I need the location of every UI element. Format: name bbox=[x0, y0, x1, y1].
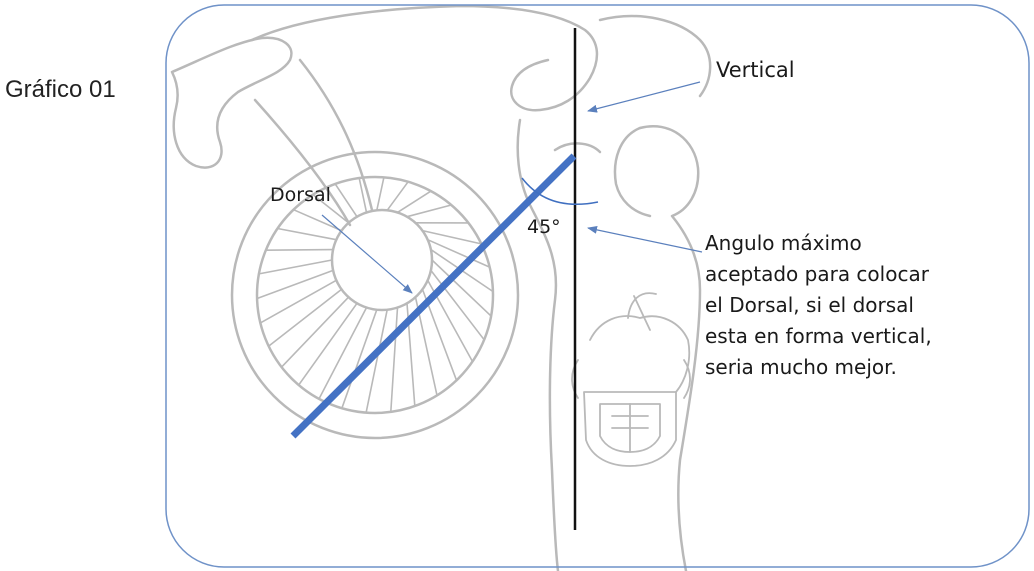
dorsal-line bbox=[290, 153, 577, 439]
angle-pointer-arrow bbox=[587, 225, 703, 253]
diagram-frame bbox=[165, 4, 1030, 568]
sketch-spoke bbox=[421, 229, 483, 245]
sketch-spoke bbox=[264, 248, 334, 251]
sketch-spoke bbox=[358, 177, 368, 214]
dorsal-label: Dorsal bbox=[270, 184, 331, 206]
sketch-spoke bbox=[312, 193, 350, 224]
sketch-spoke bbox=[297, 302, 358, 386]
sketch-spoke bbox=[386, 181, 409, 212]
angle-note-line: Angulo máximo bbox=[705, 231, 862, 255]
sketch-spoke bbox=[334, 183, 358, 218]
angle-note-line: el Dorsal, si el dorsal bbox=[705, 293, 914, 317]
sketch-spoke bbox=[256, 269, 334, 300]
angle-note-line: esta en forma vertical, bbox=[705, 324, 932, 348]
sketch-spoke bbox=[258, 259, 333, 275]
sketch-back bbox=[553, 142, 602, 154]
sketch-handlebar bbox=[170, 36, 293, 169]
sketch-spoke bbox=[292, 208, 343, 232]
sketch-spoke bbox=[341, 308, 378, 410]
sketch-spoke bbox=[318, 306, 368, 400]
sketch-wheel-hub bbox=[330, 208, 434, 312]
vertical-pointer-arrow bbox=[587, 81, 701, 113]
sketch-wheel-tyre bbox=[230, 150, 520, 440]
figure-title: Gráfico 01 bbox=[5, 76, 116, 103]
sketch-arm bbox=[250, 4, 599, 112]
angle-arc bbox=[521, 177, 599, 205]
sketch-neck bbox=[613, 126, 652, 218]
sketch-spoke bbox=[259, 279, 338, 324]
sketch-spoke bbox=[430, 269, 486, 341]
sketch-upper-frame bbox=[298, 58, 374, 212]
sketch-wheel-rim bbox=[255, 175, 495, 415]
sketch-spoke bbox=[426, 238, 491, 268]
angle-note-line: aceptado para colocar bbox=[705, 262, 929, 286]
sketch-lower-frame bbox=[253, 98, 352, 227]
sketch-wheel-spokes bbox=[256, 176, 494, 414]
sketch-spoke bbox=[396, 190, 432, 214]
vertical-label: Vertical bbox=[716, 58, 795, 82]
sketch-spoke bbox=[431, 259, 492, 317]
sketch-head bbox=[638, 125, 702, 571]
sketch-torso bbox=[516, 14, 712, 571]
sketch-spoke bbox=[276, 227, 338, 241]
angle-label: 45° bbox=[527, 216, 561, 238]
sketch-spoke bbox=[375, 176, 385, 212]
dorsal-pointer-arrow bbox=[321, 214, 413, 294]
angle-note-line: seria mucho mejor. bbox=[705, 355, 897, 379]
angle-note: Angulo máximo aceptado para colocar el D… bbox=[705, 228, 932, 383]
sketch-spoke bbox=[406, 204, 453, 218]
sketch-spoke bbox=[365, 308, 389, 414]
background-sketch-cyclist bbox=[170, 4, 712, 571]
sketch-spoke bbox=[389, 306, 399, 413]
sketch-spoke bbox=[267, 288, 343, 347]
sketch-spoke bbox=[280, 296, 350, 368]
sketch-crest bbox=[571, 292, 691, 467]
